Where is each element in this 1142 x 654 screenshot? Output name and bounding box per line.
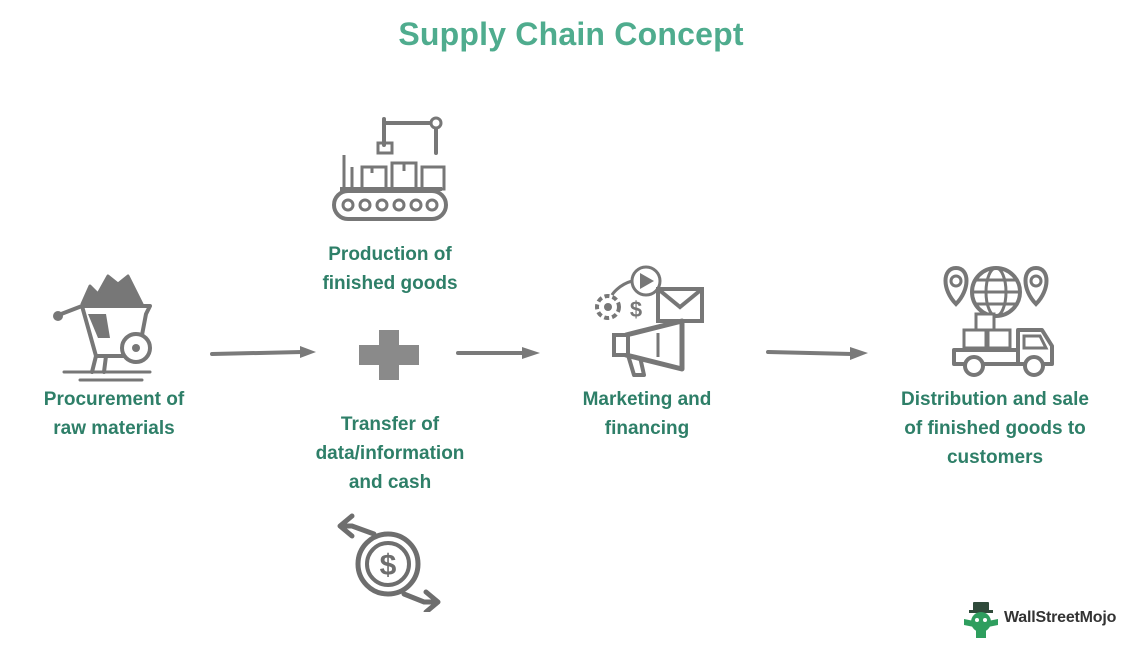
- wheelbarrow-icon: [46, 268, 158, 383]
- megaphone-marketing-icon: $: [588, 263, 708, 381]
- label-distribution-line-1: Distribution and sale: [901, 389, 1089, 410]
- wallstreetmojo-brand: WallStreetMojo: [962, 601, 1132, 639]
- flow-arrow-2: [456, 345, 546, 366]
- diagram-title: Supply Chain Concept: [398, 16, 744, 52]
- label-distribution: Distribution and sale of finished goods …: [880, 385, 1110, 472]
- label-marketing: Marketing and financing: [562, 385, 732, 443]
- label-marketing-line-2: financing: [604, 418, 690, 439]
- label-transfer-line-3: and cash: [348, 472, 432, 493]
- svg-text:$: $: [380, 549, 397, 582]
- label-distribution-line-2: of finished goods to: [904, 418, 1086, 439]
- label-marketing-line-1: Marketing and: [582, 389, 712, 410]
- cash-exchange-icon: $: [334, 512, 444, 612]
- plus-icon: [359, 330, 419, 380]
- label-distribution-line-3: customers: [946, 447, 1044, 468]
- flow-arrow-1: [210, 345, 320, 366]
- label-transfer: Transfer of data/information and cash: [290, 410, 490, 497]
- label-transfer-line-1: Transfer of: [340, 414, 440, 435]
- label-procurement-line-2: raw materials: [53, 418, 175, 439]
- svg-text:$: $: [630, 297, 642, 322]
- wallstreetmojo-logo-icon: [964, 602, 998, 638]
- delivery-truck-globe-icon: [936, 264, 1060, 380]
- label-production-line-2: finished goods: [322, 273, 458, 294]
- flow-arrow-3: [766, 345, 876, 366]
- conveyor-factory-icon: [330, 115, 450, 225]
- label-production-line-1: Production of: [328, 244, 452, 265]
- label-procurement-line-1: Procurement of: [43, 389, 185, 410]
- label-production: Production of finished goods: [290, 240, 490, 298]
- label-procurement: Procurement of raw materials: [24, 385, 204, 443]
- brand-name: WallStreetMojo: [1004, 609, 1117, 626]
- label-transfer-line-2: data/information: [315, 443, 465, 464]
